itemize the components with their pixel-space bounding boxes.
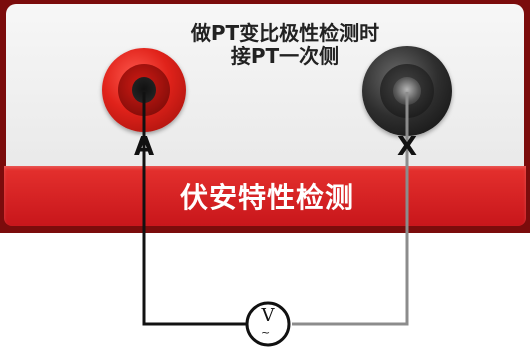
voltmeter-icon <box>245 301 291 347</box>
function-band-label: 伏安特性检测 <box>180 181 355 214</box>
voltmeter-symbol: V <box>261 305 275 326</box>
wiring-note: 做PT变比极性检测时 接PT一次侧 <box>160 22 410 68</box>
terminal-x-label: X <box>397 132 418 162</box>
wire-a <box>142 92 248 326</box>
wiring-note-line1: 做PT变比极性检测时 <box>190 21 380 45</box>
wiring-note-line2: 接PT一次侧 <box>230 44 340 68</box>
terminal-a-label: A <box>134 132 155 162</box>
wire-x <box>292 92 409 326</box>
function-band <box>4 166 526 226</box>
voltmeter-ac-mark: ~ <box>261 326 271 339</box>
